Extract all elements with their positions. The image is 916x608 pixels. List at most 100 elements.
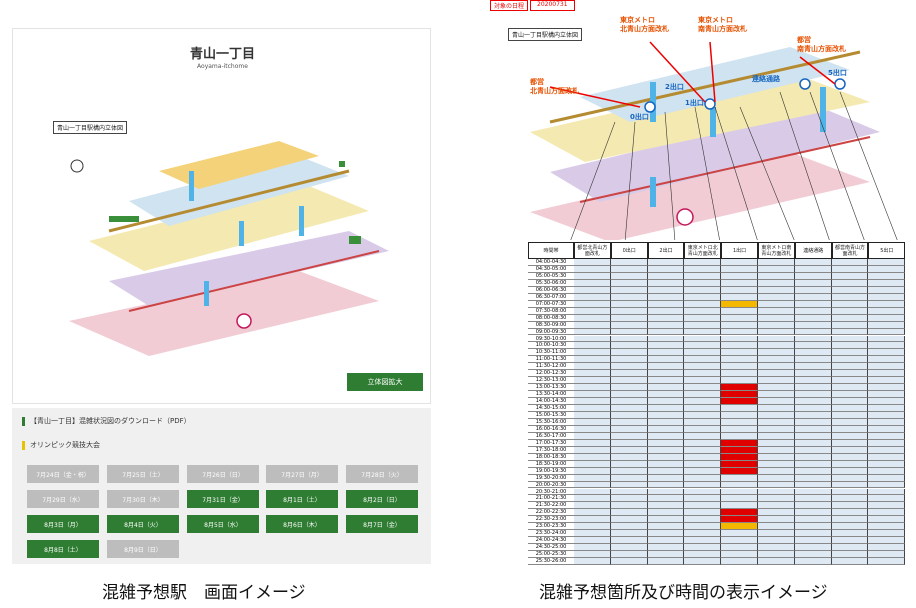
date-button[interactable]: 8月1日（土） [266,490,338,508]
congestion-cell [610,370,648,378]
date-button[interactable]: 8月6日（木） [266,515,338,533]
congestion-cell [647,544,685,552]
callout-exit-1: 1出口 [685,99,704,107]
congestion-cell [610,398,648,406]
table-header-cell: 1出口 [721,242,758,259]
congestion-cell [574,384,611,392]
date-button[interactable]: 7月24日（金・祝） [27,465,99,483]
congestion-cell [721,377,758,385]
date-button[interactable]: 8月2日（日） [346,490,418,508]
congestion-cell [868,391,906,399]
table-header-cell: 都営北青山方面改札 [574,242,611,259]
congestion-cell [610,272,648,280]
date-button[interactable]: 8月8日（土） [27,540,99,558]
date-button[interactable]: 8月4日（火） [107,515,179,533]
congestion-cell [868,398,906,406]
congestion-cell [574,495,611,503]
congestion-cell [794,467,832,475]
congestion-cell [684,405,722,412]
congestion-cell [647,537,685,545]
time-slot-label: 04:00-04:30 [528,259,574,266]
congestion-cell [721,370,758,378]
congestion-cell [647,495,685,503]
congestion-cell [647,377,685,385]
congestion-cell [647,328,685,336]
stamp-value: 20200731 [530,0,575,11]
congestion-cell [721,412,758,419]
stamp-label: 対象の日程 [490,0,529,11]
congestion-cell [794,363,832,371]
time-slot-label: 15:00-15:30 [528,412,574,419]
congestion-cell [758,398,795,406]
congestion-display-panel: 対象の日程 20200731 青 [490,0,910,570]
date-button[interactable]: 7月31日（金） [187,490,259,508]
congestion-cell [868,446,906,454]
congestion-cell [721,279,758,287]
congestion-cell [868,314,906,322]
time-slot-label: 21:30-22:00 [528,502,574,510]
congestion-cell [721,509,758,517]
congestion-cell [831,279,869,287]
congestion-cell [794,286,832,294]
congestion-cell [868,481,906,489]
congestion-cell [831,530,869,538]
congestion-cell [794,509,832,517]
congestion-cell [868,502,906,510]
yellow-marker-icon [22,440,25,450]
date-button[interactable]: 7月29日（水） [27,490,99,508]
time-slot-label: 09:00-09:30 [528,329,574,336]
congestion-cell [758,418,795,426]
zoom-map-button[interactable]: 立体図拡大 [347,373,423,391]
congestion-cell [647,398,685,406]
congestion-cell [868,293,906,301]
congestion-cell [610,286,648,294]
congestion-cell [684,516,722,524]
congestion-cell [831,300,869,308]
congestion-cell [794,502,832,510]
congestion-cell [758,474,795,482]
congestion-cell [794,349,832,357]
congestion-cell [647,300,685,308]
callout-toei-north: 都営 北青山方面改札 [530,78,579,95]
congestion-cell [794,425,832,433]
station-screen-panel: 青山一丁目 Aoyama-itchome 青山一丁目駅構内立体図 立体図拡大 [12,28,431,564]
download-row[interactable]: 【青山一丁目】混雑状況図のダウンロード（PDF） [22,416,191,426]
congestion-cell [610,328,648,336]
date-button[interactable]: 7月28日（火） [346,465,418,483]
congestion-cell [610,523,648,531]
congestion-cell [610,460,648,468]
date-button[interactable]: 7月27日（月） [266,465,338,483]
date-button[interactable]: 8月7日（金） [346,515,418,533]
time-slot-label: 09:30-10:00 [528,336,574,343]
congestion-cell [684,530,722,538]
congestion-cell [794,300,832,308]
congestion-cell [647,314,685,322]
congestion-cell [721,537,758,545]
target-date-stamp: 対象の日程 20200731 [490,0,575,11]
congestion-cell [574,335,611,343]
congestion-cell [721,391,758,399]
congestion-cell [831,370,869,378]
date-button[interactable]: 8月5日（水） [187,515,259,533]
congestion-cell [831,356,869,364]
time-slot-label: 11:30-12:00 [528,363,574,371]
download-link[interactable]: 【青山一丁目】混雑状況図のダウンロード（PDF） [30,417,191,425]
congestion-cell [794,321,832,329]
time-slot-label: 08:00-08:30 [528,315,574,322]
date-button[interactable]: 8月3日（月） [27,515,99,533]
date-button[interactable]: 7月26日（日） [187,465,259,483]
date-button[interactable]: 7月25日（土） [107,465,179,483]
congestion-cell [574,300,611,308]
congestion-cell [610,551,648,559]
congestion-cell [794,265,832,273]
date-button[interactable]: 8月9日（日） [107,540,179,558]
congestion-cell [758,377,795,385]
congestion-cell [794,272,832,280]
congestion-cell [831,293,869,301]
congestion-cell [574,446,611,454]
congestion-cell [794,537,832,545]
congestion-cell [610,509,648,517]
congestion-cell [574,349,611,357]
date-button[interactable]: 7月30日（木） [107,490,179,508]
congestion-cell [758,530,795,538]
